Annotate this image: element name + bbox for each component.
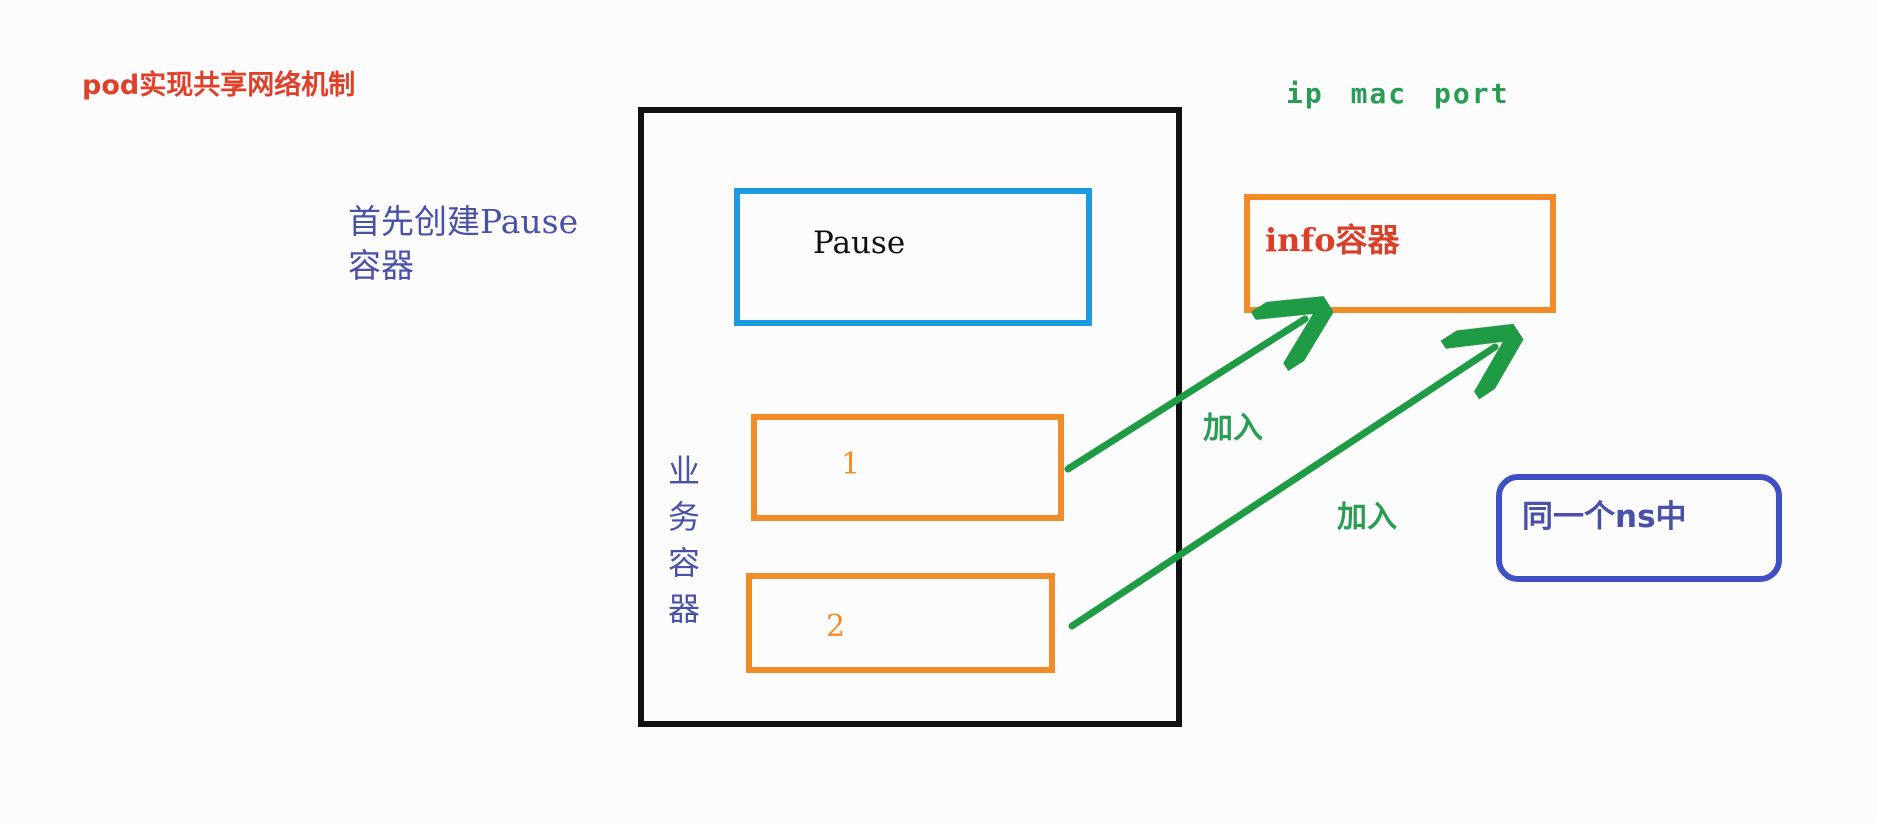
first-create-pause-note: 首先创建Pause容器	[348, 202, 579, 285]
pause-container-label: Pause	[813, 225, 906, 261]
business-containers-label: 业务容器	[668, 452, 701, 628]
info-container-label: info容器	[1265, 221, 1400, 259]
same-namespace-box	[1496, 474, 1782, 582]
join-arrow-1	[1064, 319, 1305, 473]
network-attributes-label: ip mac port	[1286, 77, 1510, 110]
join-label-1: 加入	[1203, 411, 1263, 446]
pause-container-box	[734, 188, 1092, 326]
business-container-2-box	[746, 573, 1055, 673]
business-container-2-label: 2	[826, 609, 846, 644]
join-label-2: 加入	[1337, 500, 1397, 535]
pod-box	[638, 107, 1182, 727]
business-container-1-label: 1	[841, 447, 861, 482]
diagram-title: pod实现共享网络机制	[82, 70, 356, 101]
business-container-1-box	[751, 414, 1064, 521]
join-arrow-2	[1068, 347, 1495, 630]
info-container-box	[1244, 194, 1556, 313]
same-namespace-label: 同一个ns中	[1522, 499, 1687, 535]
